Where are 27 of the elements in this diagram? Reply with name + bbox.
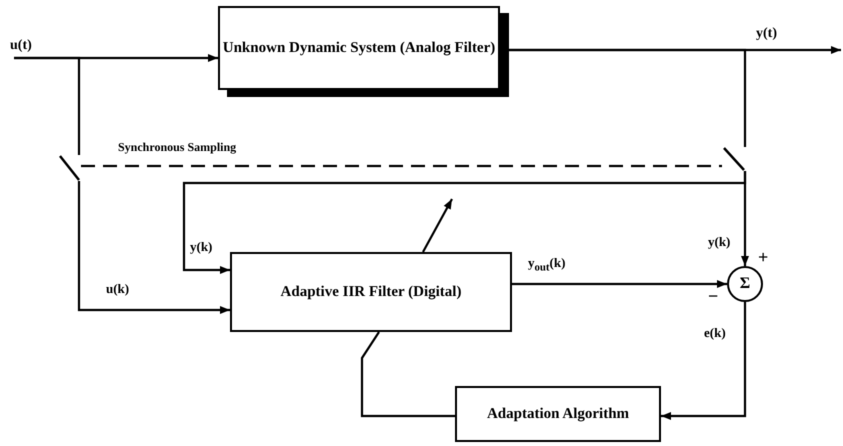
connector-line bbox=[14, 56, 80, 155]
summing-junction bbox=[727, 266, 763, 302]
arrow bbox=[661, 302, 746, 420]
edge-label: y(k) bbox=[190, 240, 212, 253]
dashed-line bbox=[81, 164, 722, 168]
edge-label: Synchronous Sampling bbox=[118, 141, 236, 153]
edge-label: e(k) bbox=[704, 326, 726, 339]
sum-symbol: Σ bbox=[740, 275, 750, 293]
block-label: Adaptive IIR Filter (Digital) bbox=[280, 284, 462, 300]
sign-label: − bbox=[708, 287, 718, 305]
arrow bbox=[182, 171, 746, 274]
edge-label: u(k) bbox=[106, 282, 130, 295]
process-box bbox=[218, 6, 500, 90]
switch-symbol bbox=[722, 147, 746, 171]
block-label: Unknown Dynamic System (Analog Filter) bbox=[222, 40, 496, 56]
edge-label: y(k) bbox=[708, 235, 730, 248]
switch-symbol bbox=[58, 155, 81, 181]
arrow bbox=[512, 280, 727, 288]
arrow bbox=[78, 181, 230, 314]
signal-label: u(t) bbox=[10, 38, 32, 54]
edge-label: y$_{out}$(k) bbox=[528, 256, 566, 274]
signal-label: y(t) bbox=[756, 26, 777, 42]
process-box bbox=[455, 386, 661, 442]
connector-line bbox=[360, 331, 455, 418]
process-box bbox=[230, 252, 512, 332]
block-label: Adaptation Algorithm bbox=[486, 406, 630, 422]
sign-label: + bbox=[758, 248, 768, 266]
